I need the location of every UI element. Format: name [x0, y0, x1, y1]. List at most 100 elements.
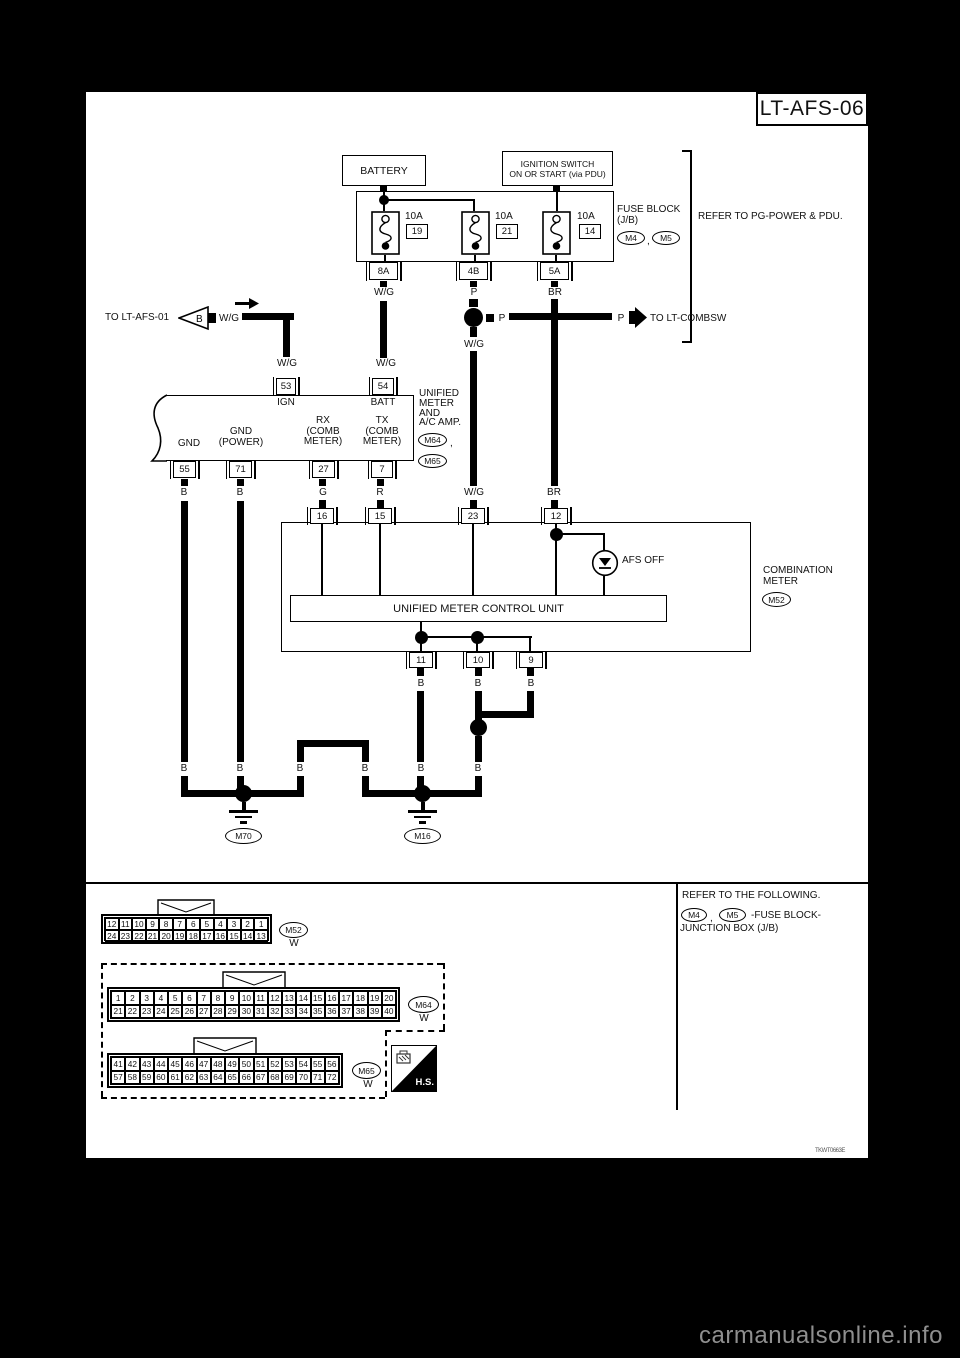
- wire-segment: [553, 186, 560, 192]
- m5-text: M5: [660, 233, 672, 243]
- ground-icon: [229, 810, 258, 813]
- pin-cell: 34: [296, 1004, 311, 1018]
- ignition-label-line2: ON OR START (via PDU): [509, 168, 606, 179]
- pin-cell: 27: [196, 1004, 211, 1018]
- pin-cell: 58: [125, 1070, 140, 1084]
- pin-cell: 38: [353, 1004, 368, 1018]
- pin-cell: 18: [353, 991, 368, 1005]
- harness-group-outline: [385, 1030, 445, 1032]
- junction-dot: [415, 631, 428, 644]
- wire-color-label: B: [295, 763, 305, 774]
- pin-cell: 35: [310, 1004, 325, 1018]
- fuse-symbol: [371, 211, 400, 255]
- pin-cell: 13: [254, 930, 268, 942]
- footer-refer-line: REFER TO THE FOLLOWING.: [682, 890, 821, 901]
- wire-segment: [297, 776, 304, 797]
- junction-dot: [470, 719, 487, 736]
- junction-dot: [379, 195, 389, 205]
- hs-badge: H.S.: [391, 1045, 437, 1092]
- ground-oval-m70: M70: [225, 828, 262, 844]
- connector-color: W: [418, 1013, 430, 1024]
- pin-cell: 49: [225, 1057, 240, 1071]
- wire-segment: [475, 691, 482, 720]
- label-line: METER): [303, 436, 343, 447]
- pin-cell: 1: [254, 918, 268, 930]
- harness-group-outline: [443, 963, 445, 1030]
- pin-cell: 56: [324, 1057, 339, 1071]
- pin-cell: 6: [186, 918, 201, 930]
- pin-cell: 36: [324, 1004, 339, 1018]
- wire-color-label: B: [473, 763, 483, 774]
- pin-cell: 29: [225, 1004, 240, 1018]
- wire-segment: [551, 500, 558, 509]
- pin-4b-text: 4B: [467, 265, 480, 277]
- wire-color-label: W/G: [463, 487, 485, 498]
- ignition-switch-box: IGNITION SWITCH ON OR START (via PDU): [502, 151, 613, 186]
- connector-oval-m64: M64: [418, 433, 447, 447]
- pin-cell: 4: [213, 918, 228, 930]
- pin-cell: 54: [296, 1057, 311, 1071]
- ground-stub: [420, 802, 425, 810]
- fuse1-number-text: 19: [411, 226, 423, 237]
- label-line: (J/B): [617, 214, 639, 226]
- pin-cell: 28: [210, 1004, 225, 1018]
- m70-text: M70: [235, 831, 252, 841]
- pin-cell: 70: [296, 1070, 311, 1084]
- pin-cell: 37: [339, 1004, 354, 1018]
- pin-cell: 14: [240, 930, 255, 942]
- connector-oval-m65: M65: [418, 454, 447, 468]
- wire-segment: [551, 281, 558, 287]
- direction-arrow-icon: [235, 298, 259, 309]
- pin-cell: 6: [182, 991, 197, 1005]
- connector-oval-m4: M4: [617, 231, 645, 245]
- pin-cell: 63: [196, 1070, 211, 1084]
- pin-cell: 53: [282, 1057, 297, 1071]
- pin-cell: 22: [132, 930, 146, 942]
- pin-cell: 3: [139, 991, 154, 1005]
- wire-segment: [380, 281, 387, 287]
- wire-color-label: W/G: [373, 287, 395, 298]
- connector-pin-10: 10: [462, 651, 494, 669]
- wire-color-label: B: [416, 763, 426, 774]
- wire-segment: [476, 638, 478, 652]
- ground-stub: [241, 802, 246, 810]
- wire-segment: [472, 524, 474, 595]
- pin-cell: 42: [125, 1057, 140, 1071]
- pin-cell: 40: [381, 1004, 396, 1018]
- comma: ,: [710, 913, 713, 924]
- pin-cell: 51: [253, 1057, 268, 1071]
- wire-segment: [297, 740, 369, 747]
- wire-segment: [470, 327, 477, 337]
- pin-54-text: 54: [377, 381, 389, 392]
- connector-pin-53: 53: [272, 377, 300, 396]
- m52-text: M52: [768, 594, 785, 605]
- pin-cell: 31: [253, 1004, 268, 1018]
- pin-cell: 8: [159, 918, 173, 930]
- wire-color-label: W/G: [463, 339, 485, 350]
- unified-meter-control-unit-box: UNIFIED METER CONTROL UNIT: [290, 595, 667, 622]
- wire-color-label: BR: [547, 287, 563, 298]
- pin-cell: 7: [172, 918, 187, 930]
- pin-cell: 50: [239, 1057, 254, 1071]
- wire-segment: [470, 281, 477, 287]
- hs-label: H.S.: [415, 1077, 434, 1088]
- harness-group-outline: [101, 963, 443, 965]
- triangle-connector: B: [178, 306, 210, 331]
- pin-cell: 19: [172, 930, 187, 942]
- pin-cell: 46: [182, 1057, 197, 1071]
- wire-color-label: B: [235, 487, 245, 498]
- watermark: carmanualsonline.info: [699, 1322, 943, 1349]
- connector-pin-11: 11: [405, 651, 437, 669]
- label-line: COMBINATION: [763, 565, 833, 576]
- wire-segment: [181, 776, 188, 797]
- wire-segment: [556, 533, 605, 535]
- label-line: (COMB: [365, 425, 399, 437]
- pin-cell: 41: [111, 1057, 126, 1071]
- comma: ,: [647, 236, 650, 247]
- connector-latch-icon: [222, 971, 286, 988]
